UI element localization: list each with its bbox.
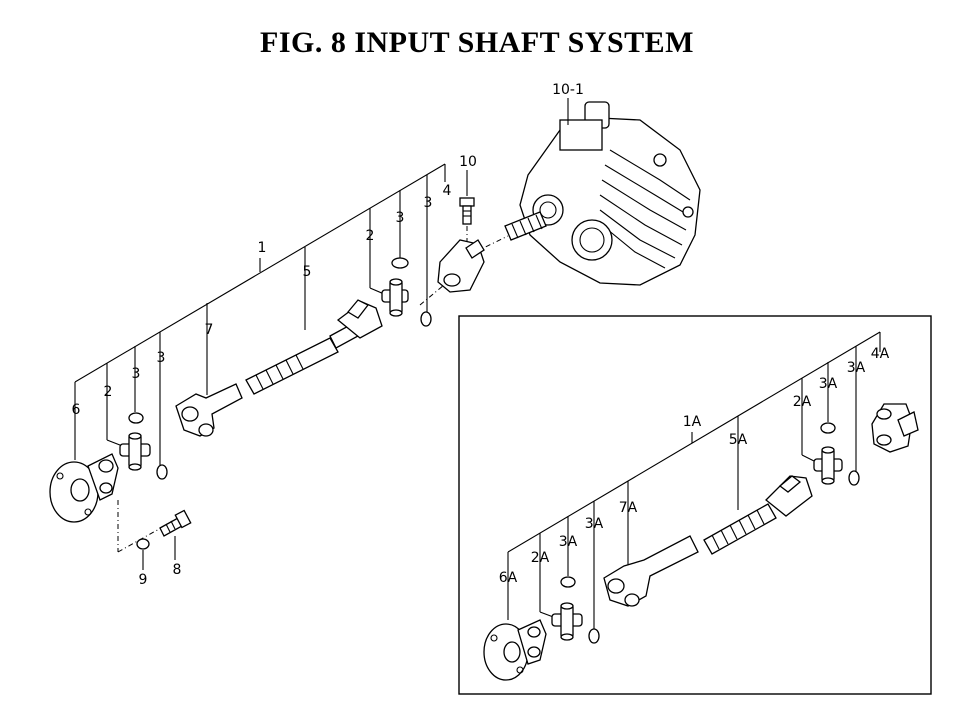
label-4: 4: [443, 183, 452, 199]
label-2A-top: 2A: [793, 394, 812, 410]
washer-9: [136, 538, 150, 550]
yoke-4: [437, 239, 485, 293]
snap-ring-3A-top: [848, 470, 860, 486]
label-3A-top-b: 3A: [847, 360, 866, 376]
cross-joint-2-top: [381, 278, 409, 317]
snap-ring-3A-left-a: [560, 576, 576, 588]
yoke-4A: [871, 403, 919, 453]
splined-shaft-5A: [703, 475, 813, 555]
label-4A: 4A: [871, 346, 890, 362]
label-1: 1: [258, 240, 267, 256]
label-8: 8: [173, 562, 182, 578]
label-3-top-b: 3: [424, 195, 433, 211]
alternate-assembly-inset: [458, 315, 932, 695]
label-6: 6: [72, 402, 81, 418]
label-5: 5: [303, 264, 312, 280]
slip-yoke-7A: [603, 535, 699, 607]
bolt-10: [459, 197, 475, 225]
figure-title: FIG. 8 INPUT SHAFT SYSTEM: [260, 26, 694, 59]
snap-ring-3A-left-b: [588, 628, 600, 644]
gearbox-10-1: [504, 101, 701, 286]
label-3-left-b: 3: [157, 350, 166, 366]
cross-joint-2A-left: [551, 602, 583, 641]
cross-joint-2-left: [119, 432, 151, 471]
label-7: 7: [205, 322, 214, 338]
snap-ring-3-top: [420, 311, 432, 327]
bolt-8: [159, 509, 192, 537]
cross-joint-2A-top: [813, 446, 843, 485]
label-3A-top-a: 3A: [819, 376, 838, 392]
snap-ring-3A-mid: [820, 422, 836, 434]
snap-ring-3-mid: [391, 257, 409, 269]
snap-ring-3-left-b: [156, 464, 168, 480]
label-3A-left-b: 3A: [585, 516, 604, 532]
label-3-left-a: 3: [132, 366, 141, 382]
label-2-left: 2: [104, 384, 113, 400]
label-6A: 6A: [499, 570, 518, 586]
label-1A: 1A: [683, 414, 702, 430]
label-10-1: 10-1: [552, 82, 584, 98]
flange-yoke-6A: [483, 619, 547, 681]
flange-yoke-6: [49, 453, 119, 523]
label-2-top: 2: [366, 228, 375, 244]
label-3-top-a: 3: [396, 210, 405, 226]
label-10: 10: [459, 154, 477, 170]
splined-shaft-5: [245, 299, 383, 395]
snap-ring-3-left-a: [128, 412, 144, 424]
label-3A-left-a: 3A: [559, 534, 578, 550]
label-2A-left: 2A: [531, 550, 550, 566]
slip-yoke-7: [175, 383, 243, 437]
label-5A: 5A: [729, 432, 748, 448]
label-9: 9: [139, 572, 148, 588]
label-7A: 7A: [619, 500, 638, 516]
